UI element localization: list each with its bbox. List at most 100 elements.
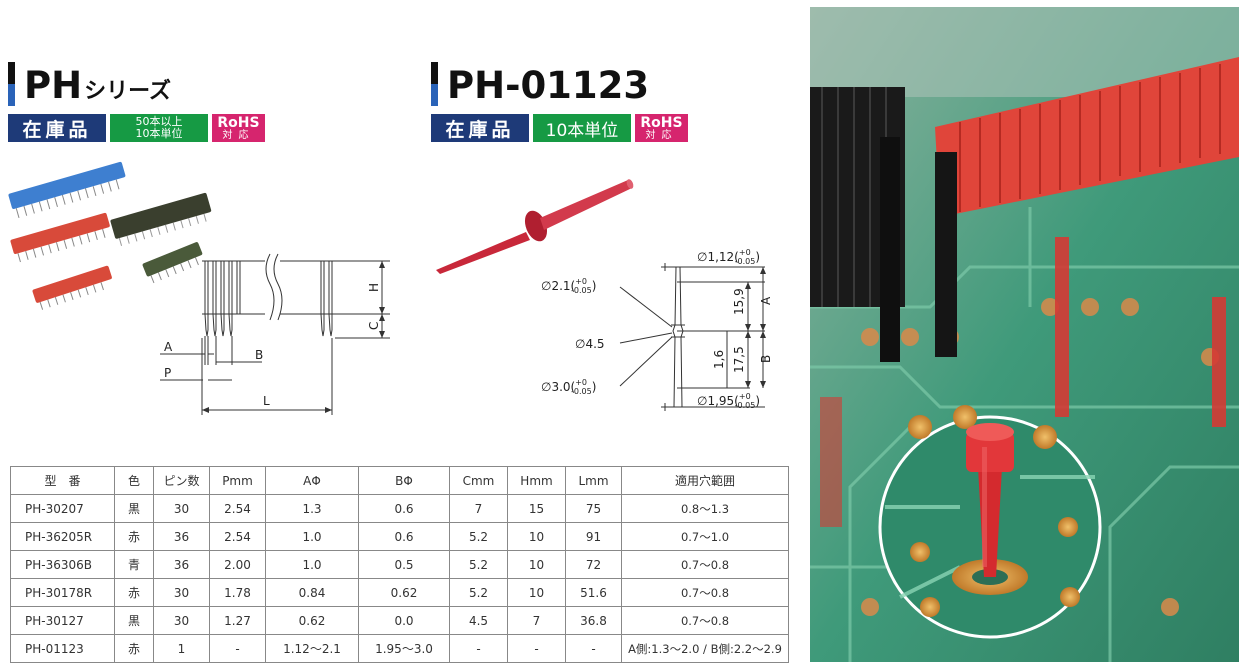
cell-hole-range: 0.7〜1.0 bbox=[621, 522, 789, 551]
cell-pin-count: 36 bbox=[153, 550, 210, 579]
cell-a-dia: 1.0 bbox=[265, 550, 359, 579]
pin-header-strips-image bbox=[8, 161, 212, 310]
cell-part-number: PH-01123 bbox=[10, 634, 115, 663]
dia-bottom-label: ∅1,95(+0-0.05) bbox=[697, 392, 760, 410]
pcb-application-photo bbox=[810, 7, 1239, 662]
product-title: PH-01123 bbox=[447, 64, 650, 107]
dia-bottom-paren: ) bbox=[755, 394, 760, 408]
col-header-b-dia: BΦ bbox=[358, 466, 450, 495]
dia-21-paren: ) bbox=[592, 279, 597, 293]
cell-part-number: PH-30127 bbox=[10, 606, 115, 635]
dim-label-h: H bbox=[367, 283, 381, 292]
dia-21-label: ∅2.1(+0-0.05) bbox=[541, 277, 596, 295]
cell-color: 赤 bbox=[114, 634, 154, 663]
cell-color: 赤 bbox=[114, 578, 154, 607]
dia-top-label: ∅1,12(+0-0.05) bbox=[697, 248, 760, 266]
dia-top-tol-plus: +0 bbox=[739, 248, 751, 257]
unit-badge-line2: 10本単位 bbox=[135, 127, 183, 140]
red-test-pin-image bbox=[436, 179, 634, 274]
cell-part-number: PH-30207 bbox=[10, 494, 115, 523]
dia-bottom-text: ∅1,95( bbox=[697, 394, 739, 408]
cell-h: 7 bbox=[507, 606, 566, 635]
dim-label-a: A bbox=[164, 340, 173, 354]
dim-label-b: B bbox=[255, 348, 263, 362]
rohs-badge-line1: RoHS bbox=[217, 114, 260, 131]
cell-h: 15 bbox=[507, 494, 566, 523]
rohs-badge: RoHS 対応 bbox=[635, 114, 688, 142]
rohs-badge-line2: 対応 bbox=[222, 129, 255, 141]
dia-30-tol-minus: -0.05 bbox=[571, 387, 592, 396]
cell-l: 91 bbox=[565, 522, 622, 551]
cell-h: - bbox=[507, 634, 566, 663]
cell-pin-count: 36 bbox=[153, 522, 210, 551]
cell-color: 赤 bbox=[114, 522, 154, 551]
len-175-label: 17,5 bbox=[732, 346, 746, 373]
col-header-pin-count: ピン数 bbox=[153, 466, 210, 495]
cell-b-dia: 0.6 bbox=[358, 494, 450, 523]
dia-bottom-tol-plus: +0 bbox=[739, 392, 751, 401]
table-header-row: 型 番 色 ピン数 Pmm AΦ BΦ Cmm Hmm Lmm 適用穴範囲 bbox=[10, 466, 789, 495]
cell-b-dia: 1.95〜3.0 bbox=[358, 634, 450, 663]
unit-badge-line1: 50本以上 bbox=[135, 114, 183, 128]
pcb-photo-illustration bbox=[810, 7, 1239, 662]
cell-b-dia: 0.6 bbox=[358, 522, 450, 551]
title-accent-bar bbox=[431, 62, 438, 106]
dim-label-p: P bbox=[164, 366, 171, 380]
dia-21-tol-plus: +0 bbox=[575, 277, 587, 286]
cell-c: 5.2 bbox=[449, 522, 508, 551]
unit-badge: 50本以上 10本単位 bbox=[110, 114, 208, 142]
cell-l: 51.6 bbox=[565, 578, 622, 607]
cell-pitch: 1.27 bbox=[209, 606, 266, 635]
col-header-pitch: Pmm bbox=[209, 466, 266, 495]
series-title-main: PH bbox=[24, 64, 83, 107]
len-16-label: 1,6 bbox=[712, 350, 726, 369]
cell-pitch: 2.54 bbox=[209, 522, 266, 551]
cell-b-dia: 0.0 bbox=[358, 606, 450, 635]
cell-hole-range: 0.7〜0.8 bbox=[621, 550, 789, 579]
table-row: PH-30178R 赤 30 1.78 0.84 0.62 5.2 10 51.… bbox=[10, 578, 789, 607]
cell-c: 7 bbox=[449, 494, 508, 523]
col-header-part-number: 型 番 bbox=[10, 466, 115, 495]
cell-l: 36.8 bbox=[565, 606, 622, 635]
dia-top-text: ∅1,12( bbox=[697, 250, 739, 264]
cell-color: 黒 bbox=[114, 606, 154, 635]
cell-hole-range: A側:1.3〜2.0 / B側:2.2〜2.9 bbox=[621, 634, 789, 663]
cell-pin-count: 30 bbox=[153, 578, 210, 607]
cell-part-number: PH-30178R bbox=[10, 578, 115, 607]
pin-dimension-drawing: ∅1,12(+0-0.05) ∅2.1(+0-0.05) ∅4.5 ∅3.0(+… bbox=[541, 248, 773, 411]
cell-h: 10 bbox=[507, 522, 566, 551]
unit-badge: 10本単位 bbox=[533, 114, 631, 142]
pin-header-dimension-drawing: A B P L H C bbox=[160, 253, 390, 415]
dia-bottom-tol-minus: -0.05 bbox=[735, 401, 756, 410]
spec-table: 型 番 色 ピン数 Pmm AΦ BΦ Cmm Hmm Lmm 適用穴範囲 PH… bbox=[10, 466, 789, 663]
dia-45-label: ∅4.5 bbox=[575, 337, 605, 351]
cell-pitch: 2.00 bbox=[209, 550, 266, 579]
cell-h: 10 bbox=[507, 550, 566, 579]
col-header-c: Cmm bbox=[449, 466, 508, 495]
rohs-badge-line1: RoHS bbox=[640, 114, 683, 131]
cell-b-dia: 0.62 bbox=[358, 578, 450, 607]
cell-color: 青 bbox=[114, 550, 154, 579]
cell-a-dia: 0.84 bbox=[265, 578, 359, 607]
cell-pin-count: 1 bbox=[153, 634, 210, 663]
cell-pitch: - bbox=[209, 634, 266, 663]
col-header-hole-range: 適用穴範囲 bbox=[621, 466, 789, 495]
dim-label-c: C bbox=[367, 322, 381, 330]
cell-pitch: 1.78 bbox=[209, 578, 266, 607]
cell-hole-range: 0.7〜0.8 bbox=[621, 578, 789, 607]
dia-30-text: ∅3.0( bbox=[541, 380, 575, 394]
dim-label-b: B bbox=[759, 355, 773, 363]
table-row: PH-36306B 青 36 2.00 1.0 0.5 5.2 10 72 0.… bbox=[10, 550, 789, 579]
rohs-badge-line2: 対応 bbox=[645, 129, 678, 141]
series-title: PHシリーズ bbox=[24, 64, 171, 107]
in-stock-badge: 在庫品 bbox=[431, 114, 529, 142]
len-159-label: 15,9 bbox=[732, 288, 746, 315]
cell-pin-count: 30 bbox=[153, 494, 210, 523]
series-title-suffix: シリーズ bbox=[84, 79, 171, 104]
dia-30-paren: ) bbox=[592, 380, 597, 394]
cell-l: 72 bbox=[565, 550, 622, 579]
col-header-a-dia: AΦ bbox=[265, 466, 359, 495]
cell-pitch: 2.54 bbox=[209, 494, 266, 523]
cell-c: 5.2 bbox=[449, 550, 508, 579]
dia-21-tol-minus: -0.05 bbox=[571, 286, 592, 295]
